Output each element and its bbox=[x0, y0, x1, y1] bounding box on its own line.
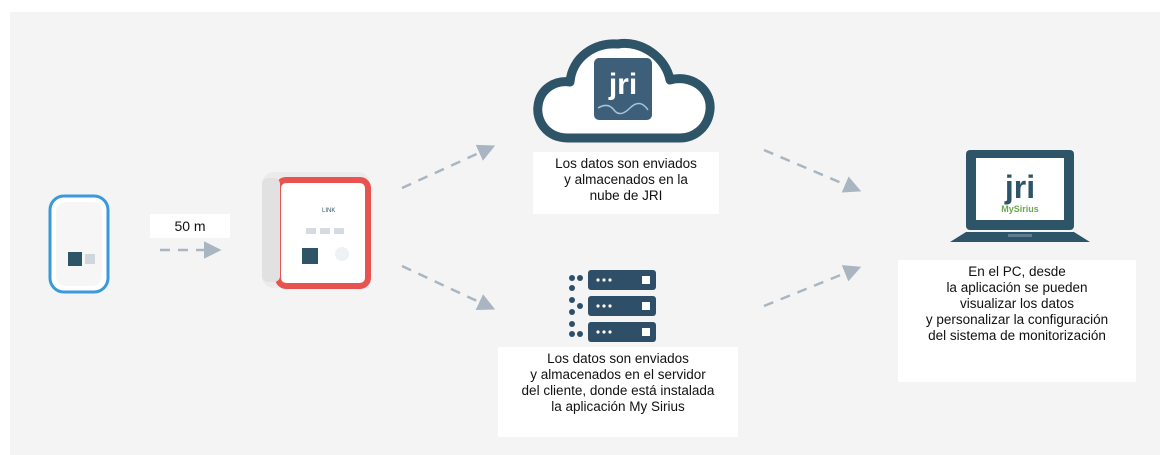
jri-logo-cloud: jri bbox=[608, 68, 637, 101]
server-text-line: la aplicación My Sirius bbox=[551, 399, 685, 414]
pc-text-line: la aplicación se pueden bbox=[946, 280, 1088, 295]
distance-label: 50 m bbox=[150, 214, 230, 238]
link-receiver-device: LINK bbox=[262, 172, 371, 289]
cloud-description: Los datos son enviados y almacenados en … bbox=[533, 152, 719, 214]
arrow-cloud-to-pc bbox=[763, 148, 862, 193]
jri-logo-laptop: jri bbox=[1004, 169, 1035, 205]
arrow-server-to-pc bbox=[763, 265, 862, 308]
server-text-line: Los datos son enviados bbox=[547, 351, 689, 366]
pc-description: En el PC, desde la aplicación se pueden … bbox=[898, 260, 1136, 382]
server-description: Los datos son enviados y almacenados en … bbox=[498, 347, 738, 437]
server-text-line: y almacenados en el servidor bbox=[530, 367, 706, 382]
wireless-sensor-device bbox=[48, 194, 110, 294]
cloud-text-line: Los datos son enviados bbox=[555, 156, 697, 171]
link-device-label: LINK bbox=[322, 208, 335, 214]
mysirius-label: MySirius bbox=[1001, 204, 1039, 214]
cloud-text-line: nube de JRI bbox=[589, 188, 663, 203]
server-text-line: del cliente, donde está instalada bbox=[521, 383, 715, 398]
cloud-icon: jri bbox=[533, 38, 715, 143]
arrow-link-to-server bbox=[401, 264, 496, 311]
pc-text-line: visualizar los datos bbox=[959, 296, 1075, 311]
pc-text-line: del sistema de monitorización bbox=[928, 328, 1106, 343]
arrow-link-to-cloud bbox=[401, 144, 496, 190]
pc-text-line: En el PC, desde bbox=[968, 264, 1066, 279]
server-icon bbox=[569, 270, 656, 342]
laptop-icon: jri MySirius bbox=[950, 150, 1090, 242]
cloud-text-line: y almacenados en la bbox=[564, 172, 688, 187]
pc-text-line: y personalizar la configuración bbox=[925, 312, 1109, 327]
